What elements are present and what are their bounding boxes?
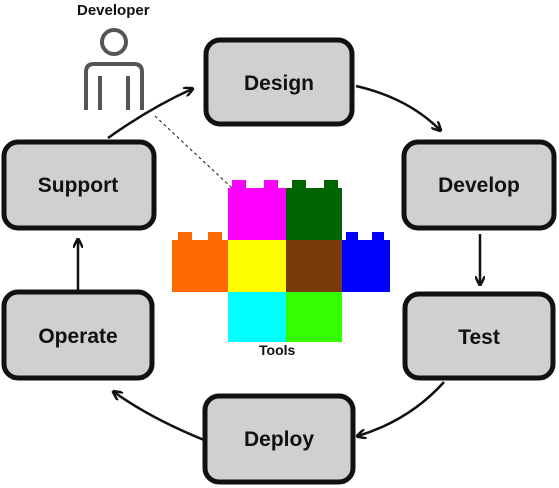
arrow-deploy-to-operate	[114, 392, 205, 442]
developer-to-tools-line	[154, 115, 233, 189]
stage-support: Support	[1, 139, 157, 231]
stage-develop: Develop	[401, 139, 557, 231]
lego-bricks-icon	[172, 180, 390, 342]
stage-develop-label: Develop	[438, 174, 520, 197]
stage-test-label: Test	[458, 326, 500, 349]
stage-operate: Operate	[1, 289, 155, 381]
brick-dark-green	[286, 180, 342, 240]
stage-test: Test	[402, 291, 556, 381]
brick-orange	[172, 232, 228, 292]
stage-operate-label: Operate	[38, 325, 117, 348]
brick-brown	[286, 240, 342, 292]
arrow-support-to-design	[107, 89, 192, 140]
brick-blue	[342, 232, 390, 292]
tools-label: Tools	[259, 342, 296, 358]
stage-design-label: Design	[244, 72, 314, 95]
stage-deploy: Deploy	[202, 393, 356, 485]
stage-deploy-label: Deploy	[244, 428, 314, 451]
brick-green	[286, 292, 342, 342]
brick-yellow	[228, 240, 286, 292]
developer-label: Developer	[77, 2, 150, 19]
stage-support-label: Support	[38, 174, 118, 197]
stage-design: Design	[203, 37, 355, 127]
arrow-test-to-deploy	[358, 381, 445, 436]
person-icon	[84, 28, 144, 110]
arrow-design-to-develop	[355, 84, 440, 130]
brick-cyan	[228, 292, 286, 342]
brick-magenta	[228, 180, 286, 240]
